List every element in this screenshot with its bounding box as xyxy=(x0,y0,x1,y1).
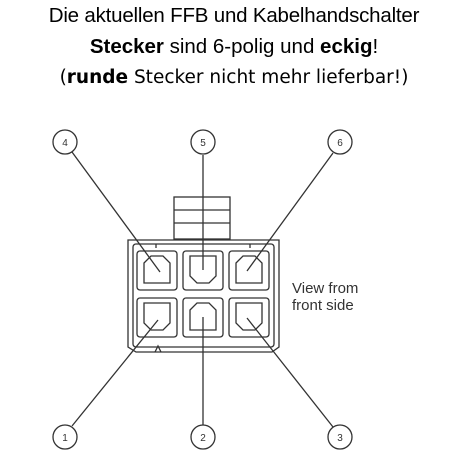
connector-latch xyxy=(173,196,231,240)
pin-label-3: 3 xyxy=(337,433,343,444)
heading-bold-stecker: Stecker xyxy=(89,35,164,58)
heading-line-1: Die aktuellen FFB und Kabelhandschalter xyxy=(48,4,420,27)
heading-bold-eckig: eckig xyxy=(320,35,373,58)
pin-cell-4 xyxy=(136,250,178,291)
heading-paren-open: ( xyxy=(59,67,67,88)
leader-line-4 xyxy=(71,151,161,273)
heading-middle-text: sind 6-polig und xyxy=(163,35,321,58)
pin-circle-5 xyxy=(190,129,216,155)
pin-label-6: 6 xyxy=(337,138,343,149)
pin-circle-1 xyxy=(52,424,78,450)
heading-bold-runde: runde xyxy=(66,67,129,88)
leader-line-6 xyxy=(246,152,334,272)
pin-circle-3 xyxy=(327,424,353,450)
leader-line-3 xyxy=(246,317,334,428)
pin-label-4: 4 xyxy=(62,138,68,149)
pin-cell-3 xyxy=(228,297,270,338)
heading-line-3: (runde Stecker nicht mehr lieferbar!) xyxy=(0,67,468,88)
pin-cell-6 xyxy=(228,250,270,291)
pin-label-2: 2 xyxy=(200,433,206,444)
heading-line-2: Stecker sind 6-polig und eckig! xyxy=(0,35,468,59)
heading-exclamation: ! xyxy=(372,35,379,58)
pin-cell-1 xyxy=(136,297,178,338)
heading-note-text: Stecker nicht mehr lieferbar!) xyxy=(128,67,409,88)
view-label-line-1: View from xyxy=(292,280,359,297)
pin-circle-2 xyxy=(190,424,216,450)
pin-label-5: 5 xyxy=(200,138,206,149)
leader-line-1 xyxy=(71,319,159,427)
view-label-line-2: front side xyxy=(292,297,354,314)
pin-label-1: 1 xyxy=(62,433,68,444)
pin-circle-4 xyxy=(52,129,78,155)
pin-circle-6 xyxy=(327,129,353,155)
